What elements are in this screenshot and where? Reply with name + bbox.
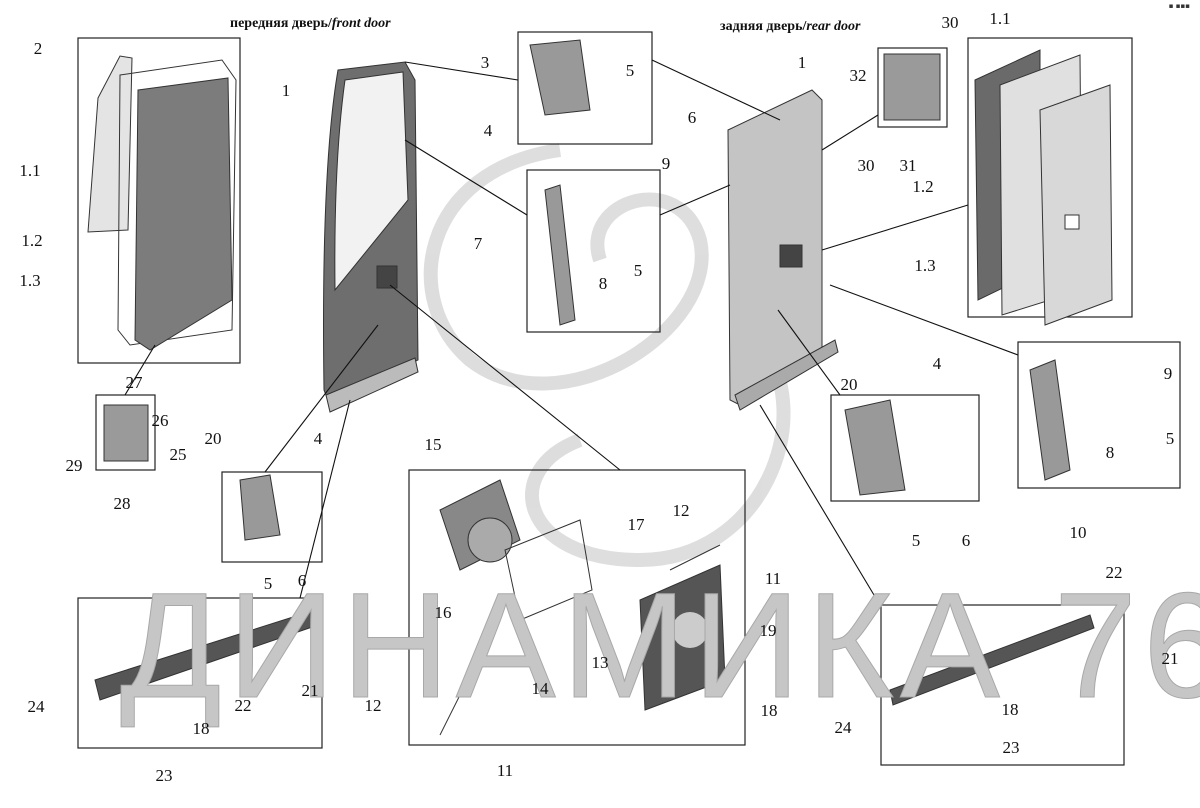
callout-label: 25: [170, 445, 187, 464]
callout-label: 18: [193, 719, 210, 738]
callout-label: 9: [1164, 364, 1173, 383]
callout-label: 27: [126, 373, 144, 392]
top-hinge-box: [517, 31, 653, 145]
callout-label: 21: [1162, 649, 1179, 668]
callout-label: 31: [900, 156, 917, 175]
watermark-logo: [423, 143, 791, 568]
callout-label: 10: [1070, 523, 1087, 542]
callout-label: 4: [314, 429, 323, 448]
callout-label: 23: [156, 766, 173, 785]
callout-label: 12: [673, 501, 690, 520]
callout-label: 29: [66, 456, 83, 475]
corner-mark: ▪ ▪▪▪: [1168, 2, 1190, 10]
callout-label: 15: [425, 435, 442, 454]
leader-lines: [124, 59, 1019, 606]
callout-label: 6: [962, 531, 971, 550]
callout-label: 32: [850, 66, 867, 85]
front-door-panels-box: [77, 37, 241, 364]
callout-label: 26: [152, 411, 169, 430]
rear-door-layers: [974, 49, 1113, 326]
callout-label: 1.3: [914, 256, 935, 275]
callout-label: 4: [484, 121, 493, 140]
callout-label: 5: [912, 531, 921, 550]
callout-label: 22: [1106, 563, 1123, 582]
rear-door-title-ru: задняя дверь/: [720, 19, 807, 34]
callout-label: 1.1: [19, 161, 40, 180]
callout-label: 20: [841, 375, 858, 394]
callout-label: 1: [282, 81, 291, 100]
callout-label: 1.1: [989, 9, 1010, 28]
callout-label: 20: [205, 429, 222, 448]
front-door-title-ru: передняя дверь/: [230, 16, 332, 31]
rear-hinge-box: [830, 394, 980, 502]
front-door-title-en: front door: [331, 16, 391, 31]
front-door: [323, 61, 419, 413]
callout-label: 18: [761, 701, 778, 720]
callout-label: 16: [435, 603, 452, 622]
hardware-parts: [94, 39, 1095, 736]
callout-label: 17: [628, 515, 646, 534]
rear-door-title: задняя дверь/rear door: [720, 19, 860, 35]
latch-box: [526, 169, 661, 333]
rear-seal-inset-box: [877, 47, 948, 128]
callout-label: 30: [858, 156, 875, 175]
callout-label: 5: [264, 574, 273, 593]
callout-label: 9: [662, 154, 671, 173]
callout-label: 1: [798, 53, 807, 72]
callout-label: 1.2: [21, 231, 42, 250]
callout-label: 6: [688, 108, 697, 127]
rear-latch-box: [1017, 341, 1181, 489]
callout-label: 14: [532, 679, 550, 698]
callout-label: 24: [835, 718, 853, 737]
callout-label: 21: [302, 681, 319, 700]
callout-label: 12: [365, 696, 382, 715]
callout-label: 5: [1166, 429, 1175, 448]
callout-label: 6: [298, 571, 307, 590]
callout-label: 11: [765, 569, 781, 588]
front-door-title: передняя дверь/front door: [230, 16, 391, 32]
watermark-text: ДИНАМИКА 76: [119, 561, 1200, 730]
front-door-layers: [87, 55, 237, 462]
rear-door-title-en: rear door: [806, 19, 861, 34]
rear-sill-box: [880, 604, 1125, 766]
callout-label: 3: [481, 53, 490, 72]
callout-label: 1.2: [912, 177, 933, 196]
callout-label: 5: [634, 261, 643, 280]
front-sill-box: [77, 597, 323, 749]
callout-label: 19: [760, 621, 777, 640]
front-hinge-box: [221, 471, 323, 563]
callout-label: 8: [1106, 443, 1115, 462]
callout-label: 11: [497, 761, 513, 780]
callout-label: 7: [474, 234, 483, 253]
callout-label: 5: [626, 61, 635, 80]
callout-label: 22: [235, 696, 252, 715]
callout-label: 18: [1002, 700, 1019, 719]
lock-mechanism-box: [408, 469, 746, 746]
callout-label: 4: [933, 354, 942, 373]
callout-label: 28: [114, 494, 131, 513]
callout-label: 13: [592, 653, 609, 672]
callout-label: 1.3: [19, 271, 40, 290]
callout-label: 8: [599, 274, 608, 293]
callout-label: 24: [28, 697, 46, 716]
callout-label: 30: [942, 13, 959, 32]
callout-label: 23: [1003, 738, 1020, 757]
callout-label: 2: [34, 39, 43, 58]
